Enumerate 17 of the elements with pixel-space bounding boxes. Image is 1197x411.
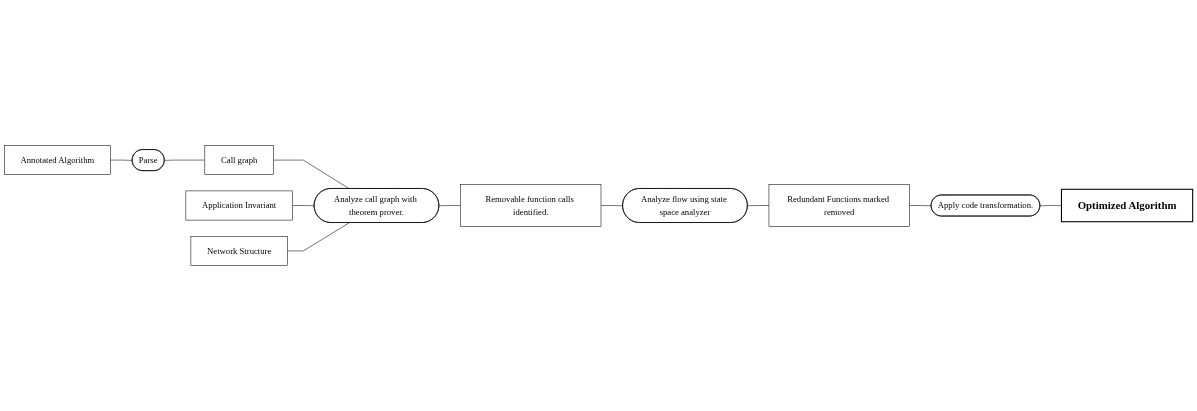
connector [292,205,315,207]
connector [438,205,461,207]
node-box: Removable function calls identified. [460,184,602,227]
connector [600,205,624,207]
connector [909,205,932,207]
connector [747,205,770,207]
connector [1039,205,1062,207]
node-box: Call graph [204,145,274,175]
connector [110,159,133,161]
connector [287,222,350,252]
node-box: Annotated Algorithm [4,145,111,175]
connector [164,159,206,161]
connector [273,159,350,189]
node-box: Redundant Functions marked removed [768,184,910,227]
node-box: Application Invariant [185,190,293,221]
node-box: Optimized Algorithm [1060,188,1194,223]
node-box: Network Structure [190,236,288,266]
